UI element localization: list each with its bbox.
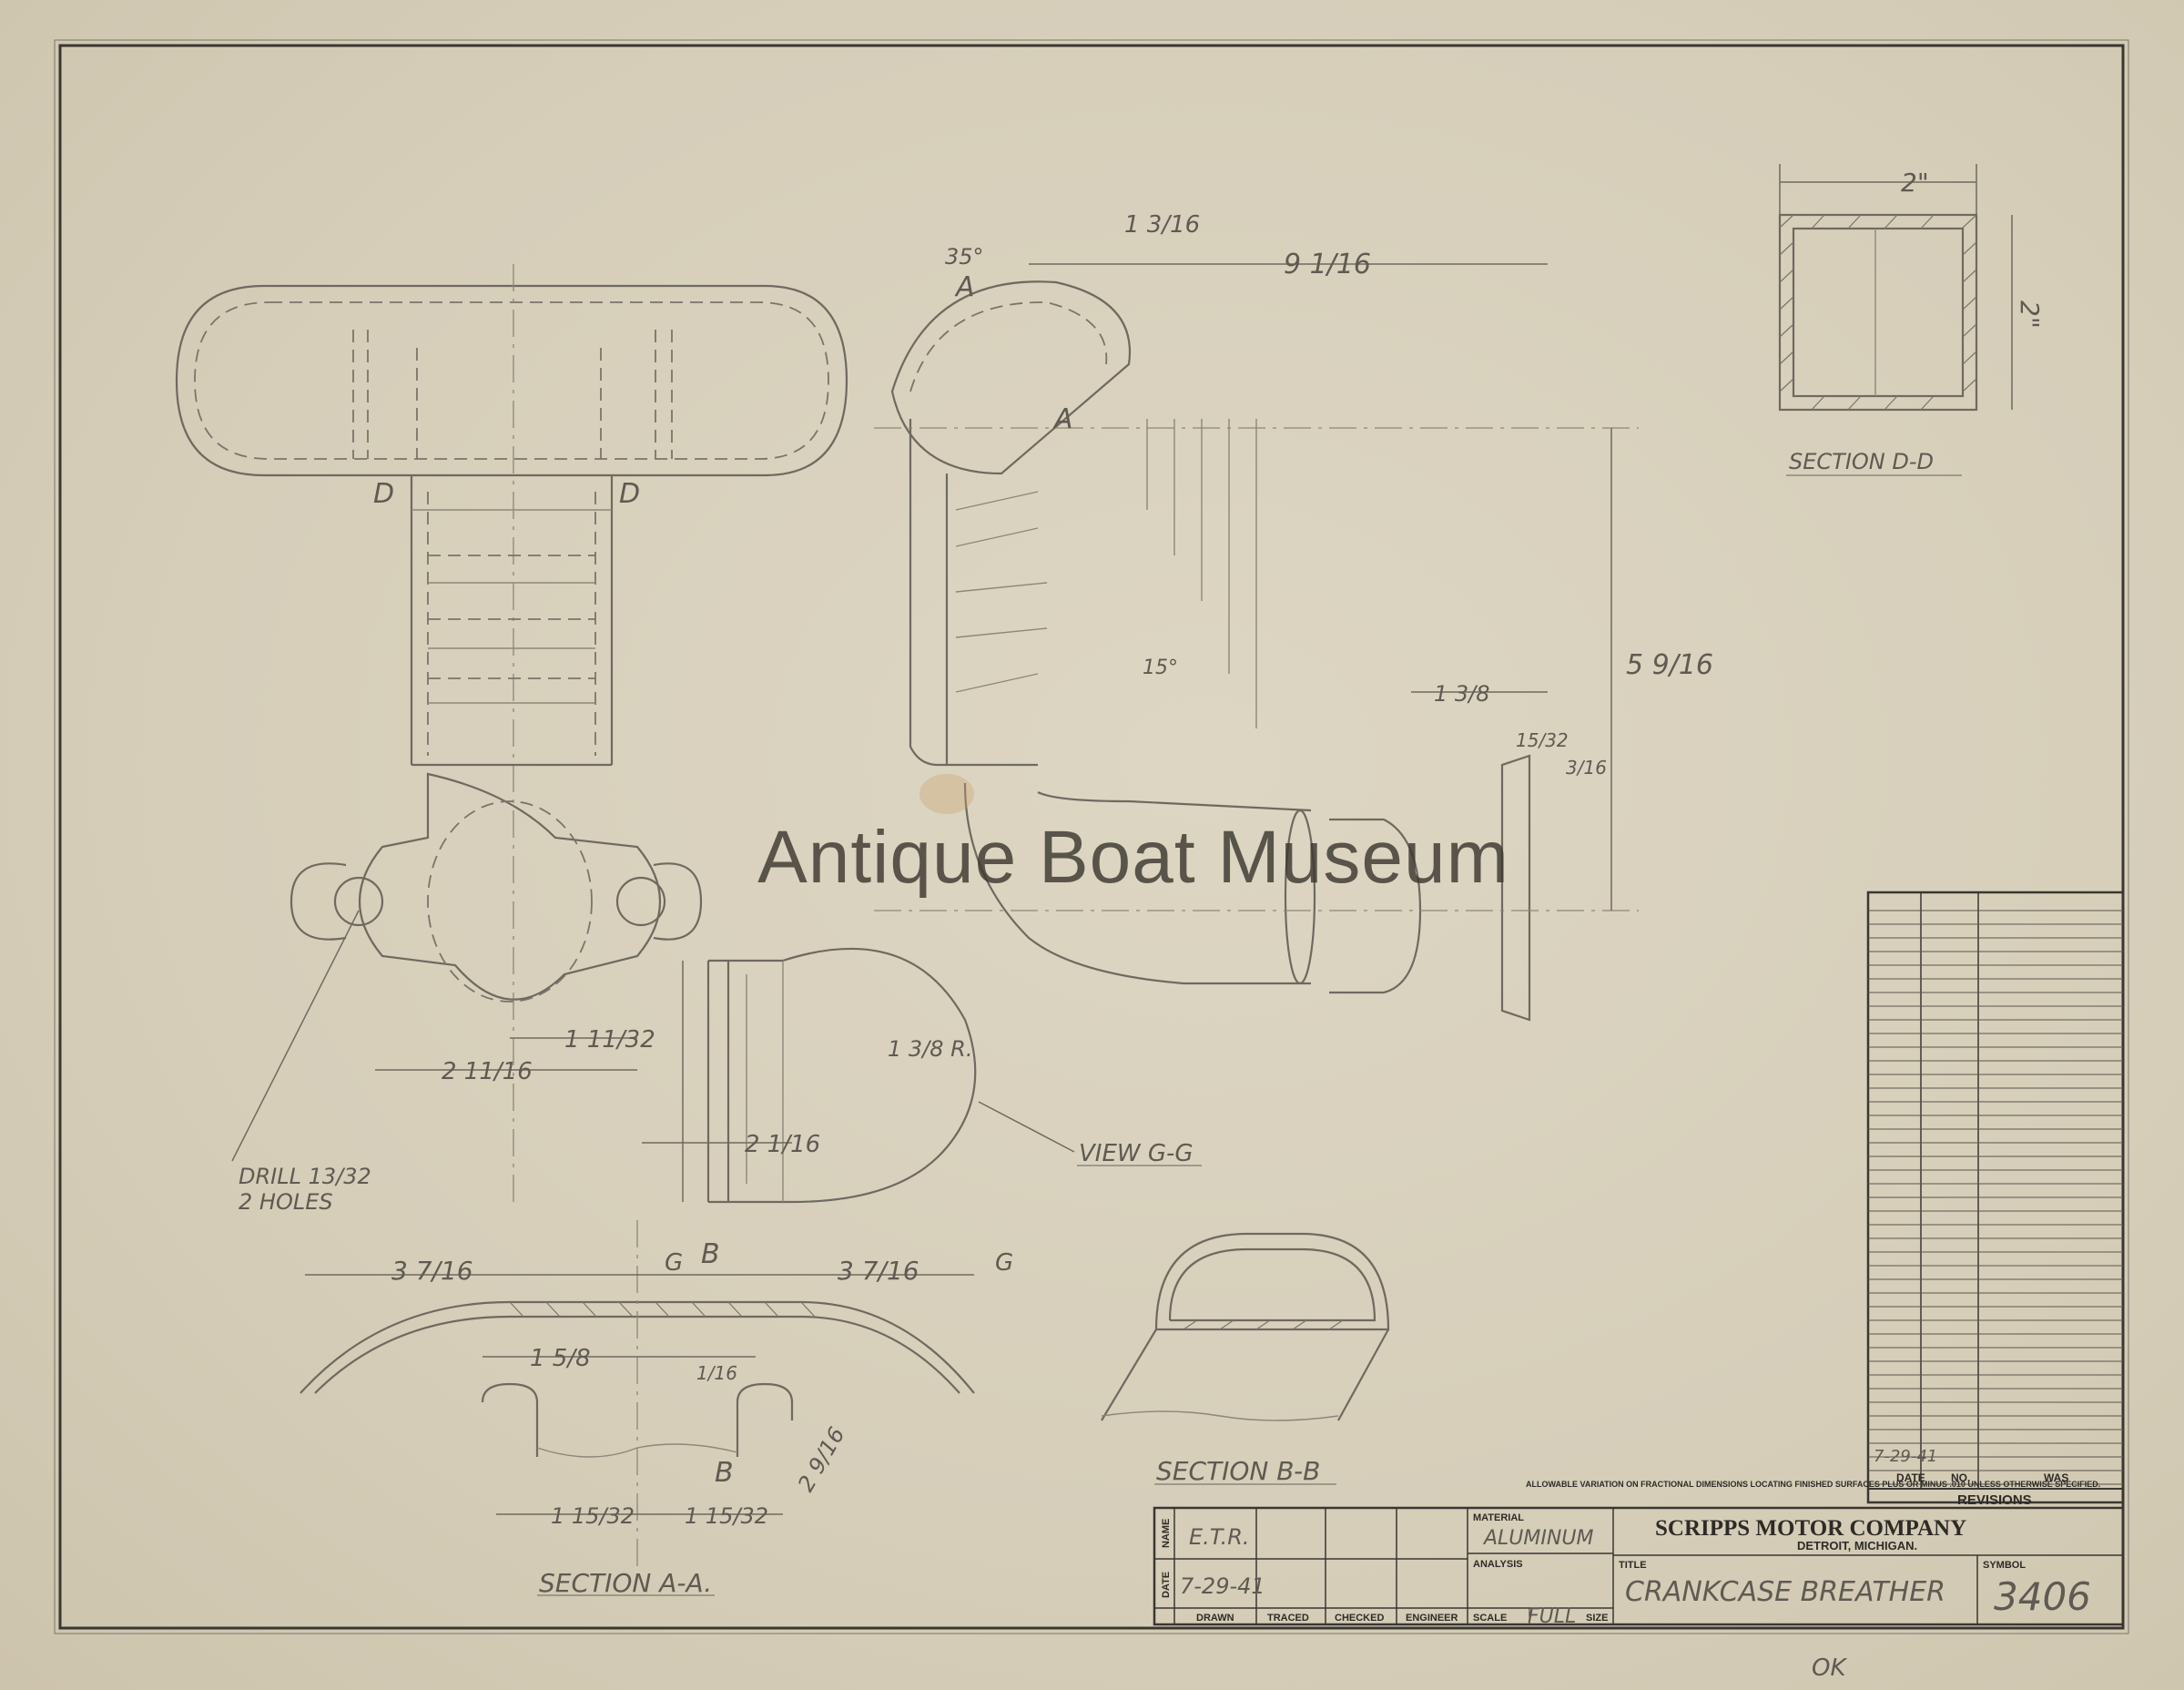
dim-15-deg: 15° [1143, 657, 1178, 679]
dim-1-5-8: 1 5/8 [530, 1345, 591, 1372]
revisions-date-col: DATE [1896, 1471, 1925, 1484]
section-g-marker-left: G [665, 1249, 683, 1277]
date-value: 7-29-41 [1180, 1573, 1265, 1599]
view-g-g-label: VIEW G-G [1079, 1140, 1194, 1167]
drill-note-1: DRILL 13/32 [239, 1164, 371, 1189]
dim-1-15-32-right: 1 15/32 [685, 1503, 768, 1529]
section-d-d: 2" 2" SECTION D-D [1778, 164, 2045, 476]
title-value: CRANKCASE BREATHER [1625, 1576, 1945, 1608]
dim-1-15-32-left: 1 15/32 [551, 1503, 635, 1529]
section-d-marker-right: D [619, 478, 640, 510]
dim-3-7-16-left: 3 7/16 [391, 1256, 473, 1286]
sheet-border [58, 44, 2125, 1630]
company-location: DETROIT, MICHIGAN. [1797, 1539, 1917, 1553]
symbol-value: 3406 [1994, 1574, 2091, 1619]
sheet-border-outer [54, 39, 2129, 1634]
section-g-marker-right: G [995, 1249, 1013, 1277]
stain [919, 774, 974, 814]
checked-label: CHECKED [1335, 1613, 1384, 1624]
revisions-table: DATE NO. WAS 7-29-41 REVISIONS [1866, 891, 2125, 1508]
section-a-marker-top: A [954, 271, 975, 303]
size-label: SIZE [1586, 1613, 1608, 1624]
ok-mark: OK [1812, 1654, 1847, 1682]
dim-1-3-8: 1 3/8 [1434, 681, 1490, 707]
revisions-heading: REVISIONS [1957, 1492, 2032, 1508]
watermark-text: Antique Boat Museum [757, 816, 1509, 899]
company-name: SCRIPPS MOTOR COMPANY [1655, 1516, 1966, 1541]
section-a-a-label: SECTION A-A. [539, 1568, 712, 1598]
material-label: MATERIAL [1473, 1512, 1524, 1523]
section-b-marker-bottom: B [715, 1457, 734, 1489]
tolerance-note: ALLOWABLE VARIATION ON FRACTIONAL DIMENS… [1526, 1480, 2100, 1489]
dim-15-32: 15/32 [1516, 729, 1569, 751]
dim-2-inch-side: 2" [2015, 300, 2045, 329]
revisions-no-col: NO. [1951, 1471, 1970, 1484]
dim-3-16: 3/16 [1566, 757, 1607, 779]
section-d-marker-left: D [373, 478, 394, 510]
dim-2-inch-top: 2" [1901, 168, 1929, 198]
traced-label: TRACED [1267, 1613, 1309, 1624]
name-label: NAME [1161, 1519, 1172, 1548]
dim-3-7-16-right: 3 7/16 [838, 1256, 919, 1286]
drawn-label: DRAWN [1196, 1613, 1234, 1624]
scale-label: SCALE [1473, 1613, 1507, 1624]
section-b-b: SECTION B-B [1101, 1232, 1390, 1486]
plan-view: D D 2 11/16 1 11/32 DRILL 13/32 2 HOLES [175, 264, 848, 1215]
side-view: 9 1/16 1 3/16 35° A A 5 9/16 1 3/8 15/32… [874, 211, 1713, 1022]
dim-2-11-16: 2 11/16 [442, 1058, 533, 1085]
scale-value: FULL [1528, 1605, 1576, 1628]
engineer-label: ENGINEER [1406, 1613, 1458, 1624]
revisions-entry-date: 7-29-41 [1874, 1447, 1937, 1466]
dim-35-deg: 35° [945, 244, 984, 270]
dim-1-3-8-r: 1 3/8 R. [888, 1036, 972, 1062]
title-block: NAME DATE E.T.R. 7-29-41 DRAWN TRACED CH… [1153, 1480, 2125, 1628]
dim-1-16: 1/16 [696, 1362, 737, 1384]
name-value: E.T.R. [1189, 1524, 1250, 1550]
section-b-marker-top: B [701, 1238, 720, 1270]
dim-5-9-16: 5 9/16 [1626, 649, 1713, 681]
analysis-label: ANALYSIS [1473, 1559, 1523, 1570]
section-b-b-label: SECTION B-B [1156, 1456, 1320, 1486]
symbol-label: SYMBOL [1983, 1560, 2026, 1571]
dim-2-1-16: 2 1/16 [745, 1131, 820, 1158]
material-value: ALUMINUM [1482, 1527, 1593, 1550]
drill-note-2: 2 HOLES [239, 1189, 333, 1215]
title-label: TITLE [1619, 1560, 1647, 1571]
section-a-a: 3 7/16 3 7/16 1 5/8 1 15/32 1 15/32 2 9/… [300, 1220, 1013, 1598]
dim-2-9-16: 2 9/16 [793, 1422, 850, 1496]
section-a-marker-bottom: A [1052, 403, 1073, 435]
date-label: DATE [1161, 1572, 1172, 1598]
dim-1-11-32: 1 11/32 [564, 1026, 655, 1054]
dim-9-1-16: 9 1/16 [1284, 249, 1371, 280]
view-g-g: 2 1/16 1 3/8 R. VIEW G-G [642, 947, 1202, 1204]
dim-1-3-16: 1 3/16 [1124, 211, 1200, 239]
revisions-was-col: WAS [2044, 1471, 2068, 1484]
section-d-d-label: SECTION D-D [1789, 449, 1934, 474]
